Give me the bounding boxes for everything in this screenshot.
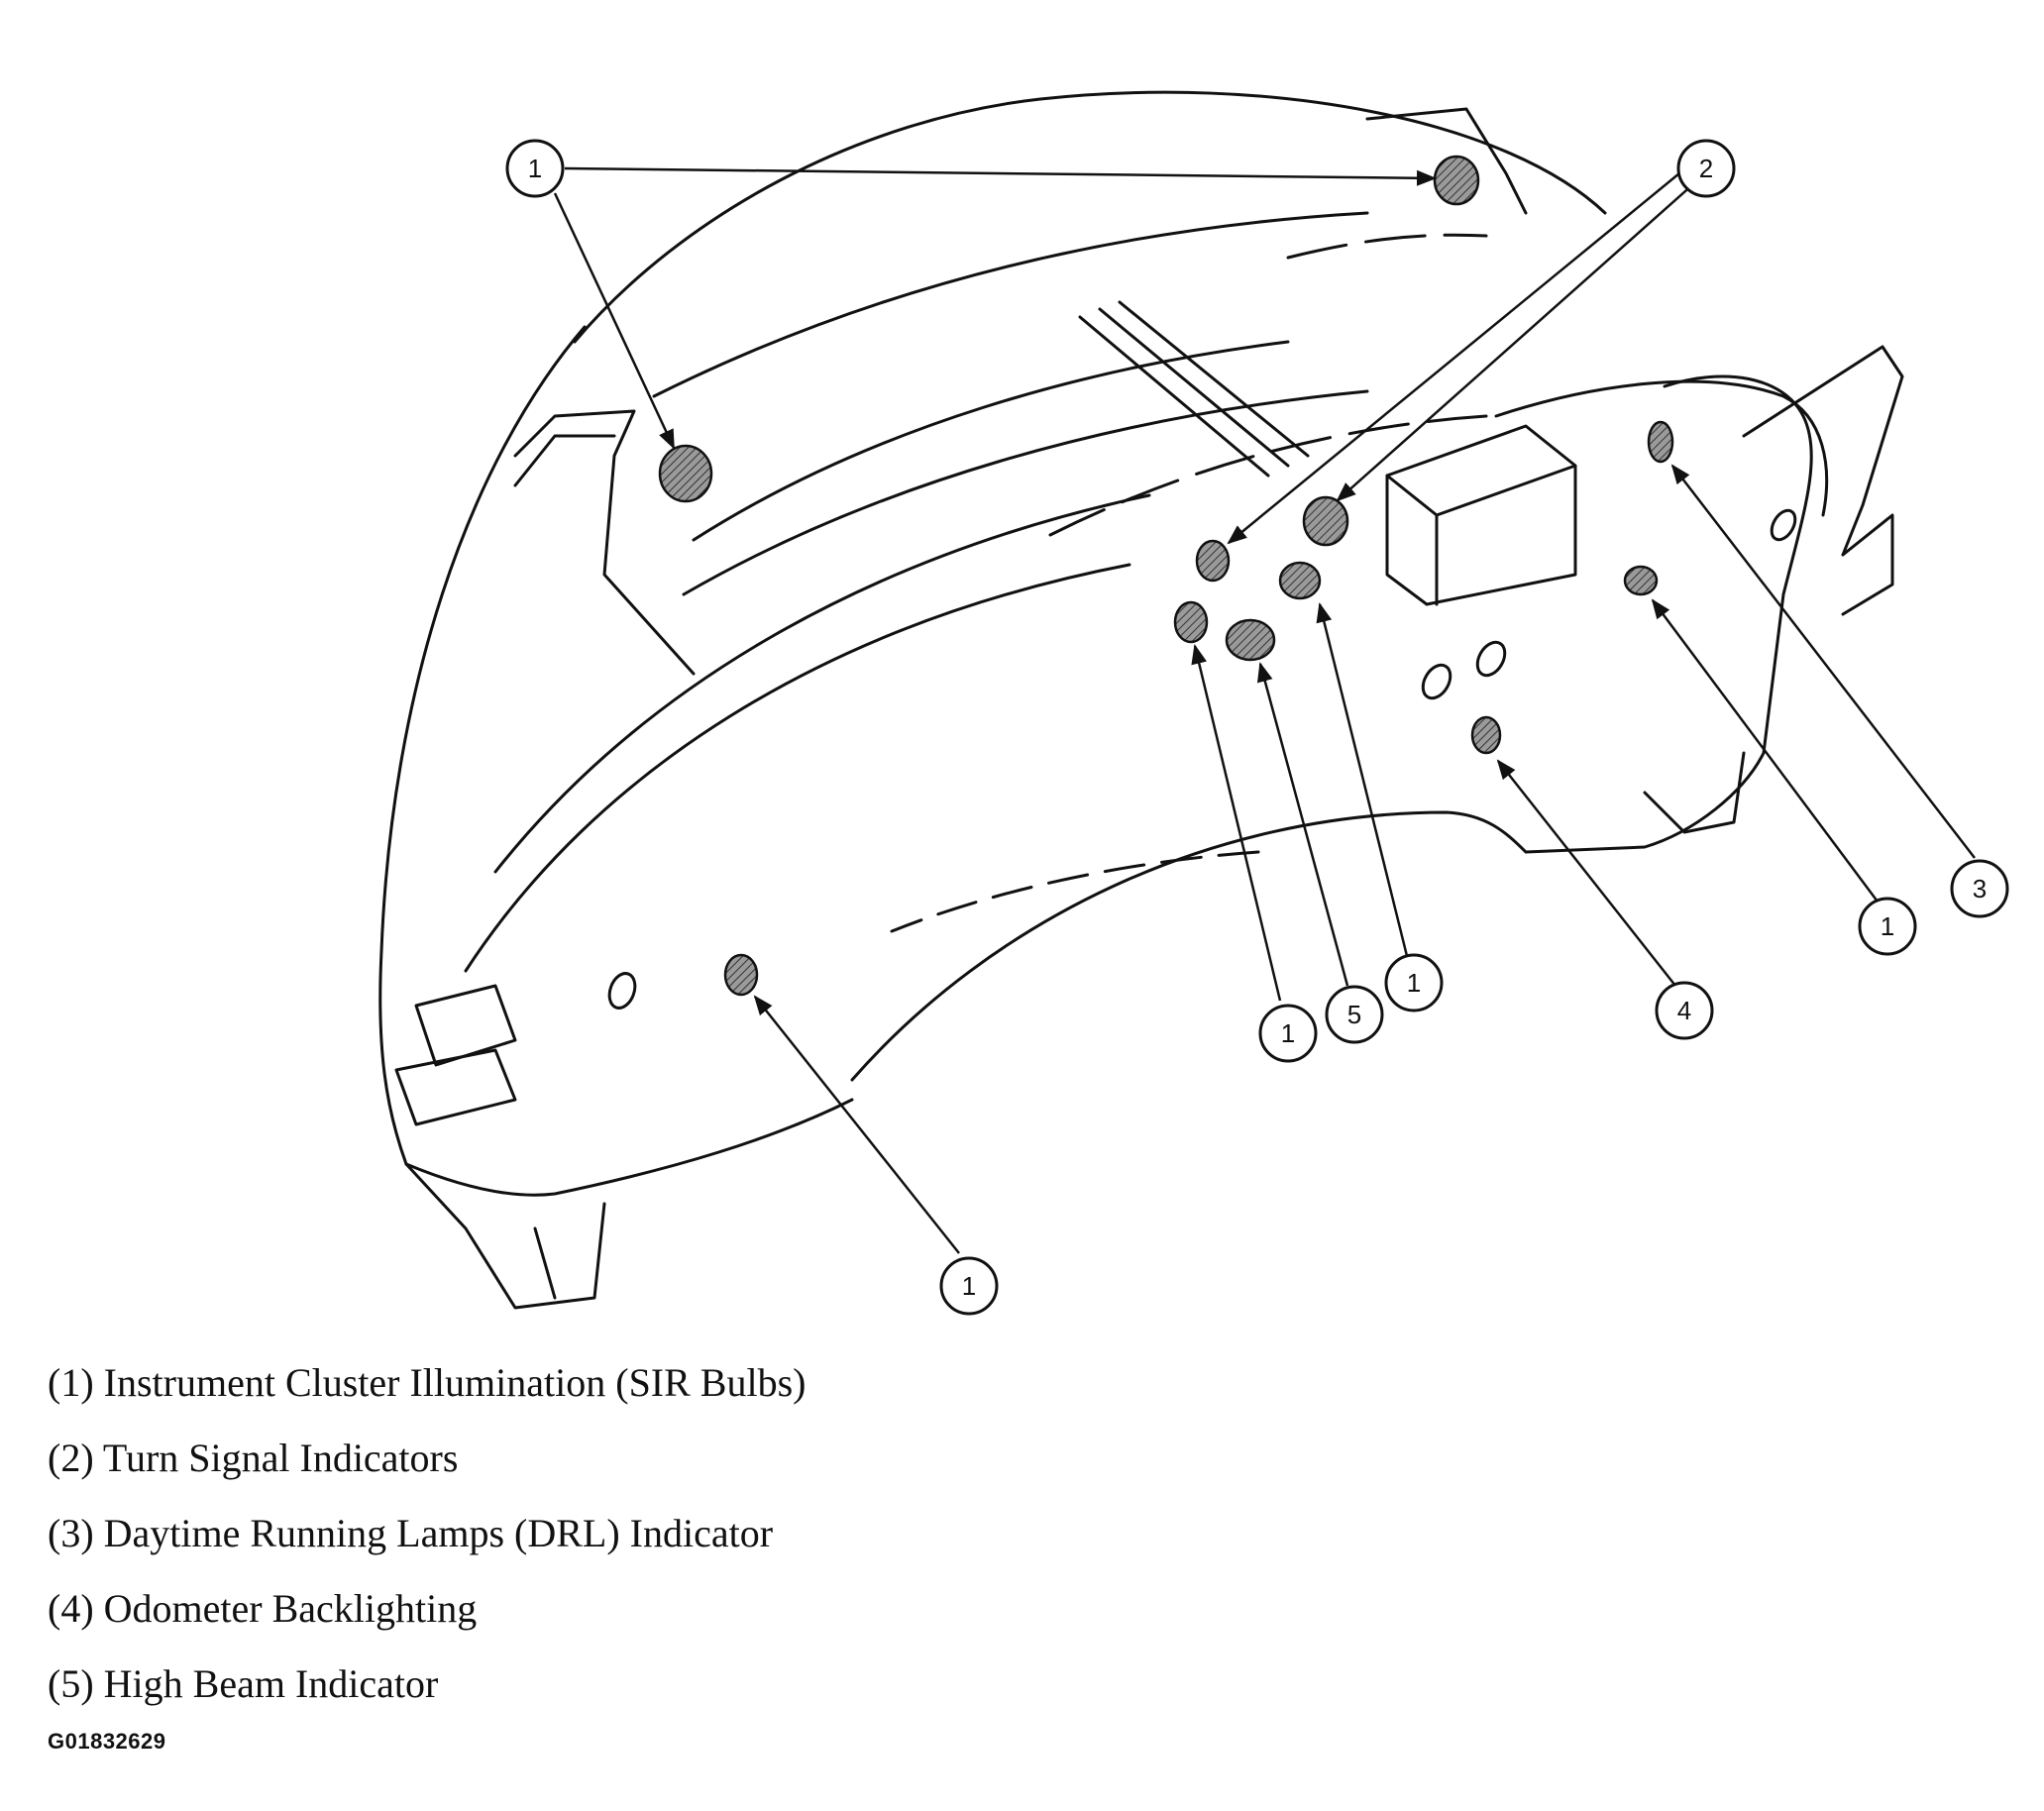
connector-block — [1385, 424, 1577, 606]
callout-1-bottom: 1 — [939, 1256, 999, 1316]
callout-1-top: 1 — [505, 139, 565, 198]
instrument-cluster-diagram: 1 2 3 1 4 1 5 1 — [378, 90, 2009, 1316]
left-bracket — [513, 409, 696, 676]
callout-5: 5 — [1325, 985, 1384, 1044]
odometer-hole-2 — [1475, 640, 1507, 678]
top-dashed-2 — [1286, 233, 1488, 260]
callout-4-label: 4 — [1677, 996, 1691, 1025]
rear-post-left — [1365, 107, 1528, 215]
odometer-hole-1 — [1421, 663, 1452, 700]
right-face-outline — [1524, 374, 1813, 854]
bulb-socket-odometer — [1470, 715, 1502, 755]
top-rim-1 — [652, 211, 1369, 398]
leader-1-bottom — [753, 995, 960, 1254]
callout-1-center-right: 1 — [1384, 953, 1444, 1012]
legend-item: (2) Turn Signal Indicators — [48, 1436, 459, 1480]
left-foot-inner — [533, 1226, 557, 1300]
callout-1-right-label: 1 — [1881, 911, 1894, 941]
lower-left-tab — [414, 984, 517, 1067]
callout-1-top-label: 1 — [528, 154, 542, 183]
right-face-inner — [1494, 379, 1829, 517]
right-foot — [1643, 751, 1746, 834]
top-rim-5 — [464, 563, 1131, 973]
bulb-sockets — [658, 155, 1674, 997]
leader-3 — [1670, 464, 1976, 859]
right-side-box — [1841, 513, 1894, 616]
bulb-socket-center-right — [1278, 561, 1322, 600]
bulb-socket-turn-left — [1195, 539, 1231, 583]
mount-hole-left — [607, 972, 637, 1010]
callout-1-center-left-label: 1 — [1281, 1018, 1295, 1048]
bulb-socket-right — [1623, 565, 1659, 596]
right-tab — [1742, 345, 1904, 557]
bulb-socket-drl — [1647, 420, 1674, 464]
callout-1-center-right-label: 1 — [1407, 968, 1421, 998]
lower-left-tab-2 — [394, 1048, 517, 1126]
legend: (1) Instrument Cluster Illumination (SIR… — [48, 1345, 807, 1722]
callout-3-label: 3 — [1973, 874, 1987, 904]
connector-block-top — [1385, 464, 1577, 517]
front-face-right-edge — [850, 810, 1528, 1082]
bulb-socket-turn-right — [1302, 495, 1349, 547]
left-foot — [404, 1162, 606, 1310]
bulb-socket-lower-left — [723, 953, 759, 997]
leader-1-right — [1651, 598, 1880, 903]
center-rib-1 — [1078, 315, 1270, 478]
cluster-housing — [378, 90, 1904, 1310]
callout-4: 4 — [1655, 981, 1714, 1040]
callout-2-label: 2 — [1699, 154, 1713, 183]
figure-code: G01832629 — [48, 1729, 166, 1754]
bulb-socket-top-right — [1433, 155, 1480, 206]
leader-1-top-left — [553, 192, 676, 450]
legend-item: (1) Instrument Cluster Illumination (SIR… — [48, 1360, 807, 1405]
center-rib-2 — [1098, 307, 1290, 468]
leader-4 — [1496, 759, 1680, 992]
leader-2-right — [1336, 182, 1695, 502]
left-bracket-inner — [513, 434, 616, 487]
legend-item: (5) High Beam Indicator — [48, 1661, 439, 1706]
bulb-socket-high-beam — [1225, 618, 1276, 662]
top-rim-3 — [682, 389, 1369, 596]
callout-1-center-left: 1 — [1258, 1004, 1318, 1063]
bulb-socket-top-left — [658, 444, 713, 503]
callouts: 1 2 3 1 4 1 5 1 — [505, 139, 2009, 1316]
leader-lines — [553, 166, 1976, 1254]
leader-1-top-right — [564, 166, 1437, 186]
callout-2: 2 — [1676, 139, 1736, 198]
legend-item: (4) Odometer Backlighting — [48, 1586, 478, 1631]
center-rib-3 — [1118, 300, 1310, 458]
legend-item: (3) Daytime Running Lamps (DRL) Indicato… — [48, 1511, 774, 1555]
left-shell-outline — [378, 325, 587, 1166]
callout-1-right: 1 — [1858, 897, 1917, 956]
front-face-bottom — [404, 1098, 854, 1197]
top-rim-4 — [493, 493, 1151, 874]
callout-1-bottom-label: 1 — [962, 1271, 976, 1301]
leader-2-left — [1227, 172, 1680, 545]
lower-dashed-edge — [890, 850, 1260, 933]
mount-hole-right — [1770, 508, 1797, 542]
bulb-socket-center-left — [1173, 600, 1209, 644]
callout-3: 3 — [1950, 859, 2009, 918]
callout-5-label: 5 — [1347, 1000, 1361, 1029]
leader-1-center-right — [1316, 602, 1409, 957]
top-rim-2 — [692, 340, 1290, 542]
rear-shell-outline — [573, 90, 1607, 344]
leader-5 — [1256, 662, 1349, 987]
leader-1-center-left — [1191, 644, 1282, 1002]
